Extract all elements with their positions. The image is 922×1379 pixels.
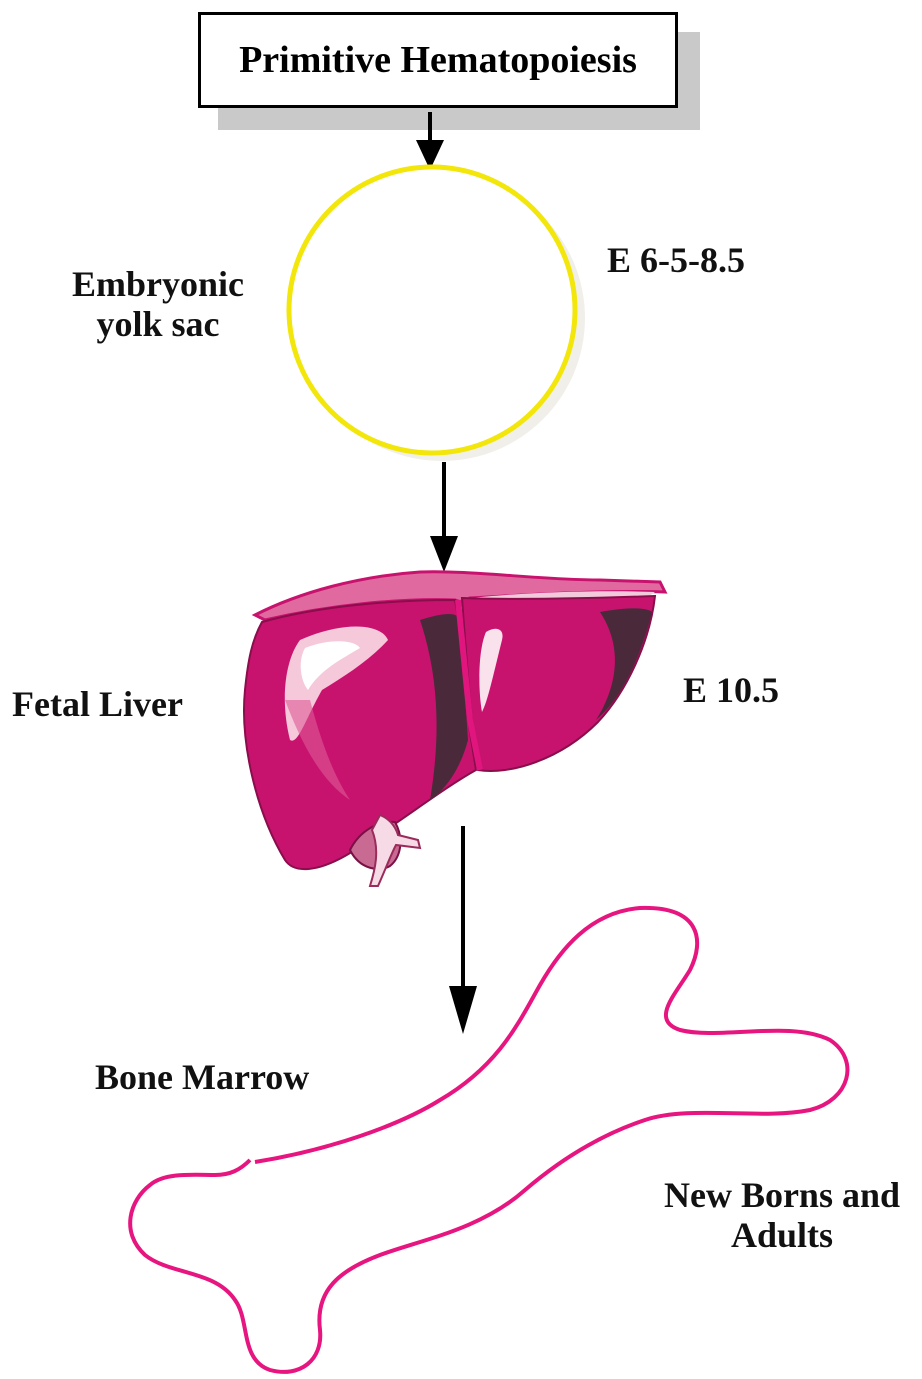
stage-fetal-liver-name: Fetal Liver: [12, 684, 183, 724]
stage-yolk-sac-time: E 6-5-8.5: [607, 240, 745, 280]
stage-fetal-liver-time: E 10.5: [683, 670, 779, 710]
stage-bone-marrow-name: Bone Marrow: [95, 1057, 309, 1097]
bone-outline-icon: [130, 908, 847, 1372]
yolk-sac-circle-icon: [289, 167, 585, 461]
arrow-title-to-yolk-sac: [416, 112, 444, 170]
stage-bone-marrow-time: New Borns and Adults: [642, 1175, 922, 1255]
stage-bone-marrow-time-line1: New Borns and: [642, 1175, 922, 1215]
arrow-liver-to-bone-marrow: [449, 826, 477, 1034]
stage-yolk-sac-name-line1: Embryonic: [48, 264, 268, 304]
stage-yolk-sac-name: Embryonic yolk sac: [48, 264, 268, 344]
stage-yolk-sac-name-line2: yolk sac: [48, 304, 268, 344]
arrow-yolk-sac-to-liver: [430, 462, 458, 572]
stage-bone-marrow-time-line2: Adults: [642, 1215, 922, 1255]
liver-icon: [244, 572, 665, 886]
